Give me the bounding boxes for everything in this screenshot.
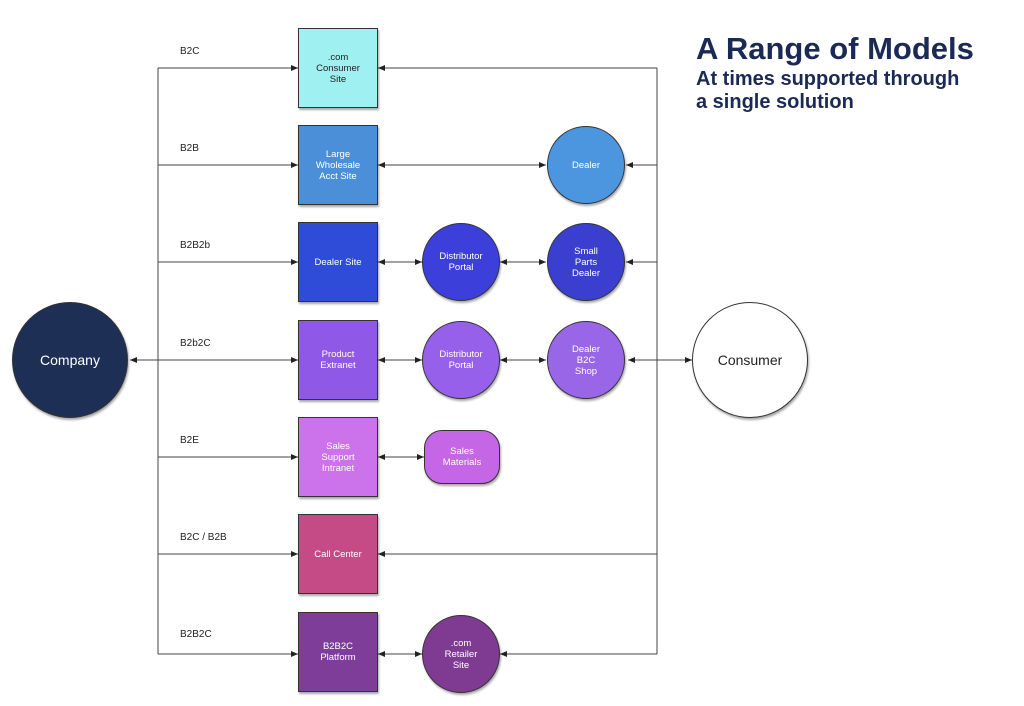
row-label-b2b2b: B2B2b bbox=[180, 240, 211, 251]
row-label-b2b2c-lower: B2b2C bbox=[180, 338, 211, 349]
slide-title: A Range of Models bbox=[696, 31, 974, 66]
wholesale-site-node: Large Wholesale Acct Site bbox=[298, 125, 378, 205]
b2b2c-platform-node: B2B2C Platform bbox=[298, 612, 378, 692]
consumer-node: Consumer bbox=[692, 302, 808, 418]
slide-subtitle: At times supported through a single solu… bbox=[696, 68, 960, 113]
row-label-b2c: B2C bbox=[180, 46, 200, 57]
sales-materials-node: Sales Materials bbox=[424, 430, 500, 484]
retailer-site-node: .com Retailer Site bbox=[422, 615, 500, 693]
dealer-b2c-shop-node: Dealer B2C Shop bbox=[547, 321, 625, 399]
small-parts-dealer-node: Small Parts Dealer bbox=[547, 223, 625, 301]
consumer-site-node: .com Consumer Site bbox=[298, 28, 378, 108]
dealer-site-node: Dealer Site bbox=[298, 222, 378, 302]
product-extranet-node: Product Extranet bbox=[298, 320, 378, 400]
distributor-portal-node-2: Distributor Portal bbox=[422, 321, 500, 399]
row-label-b2c-b2b: B2C / B2B bbox=[180, 532, 227, 543]
sales-support-intranet-node: Sales Support Intranet bbox=[298, 417, 378, 497]
company-node: Company bbox=[12, 302, 128, 418]
row-label-b2b2c: B2B2C bbox=[180, 629, 212, 640]
title-block: A Range of Models At times supported thr… bbox=[696, 32, 974, 114]
dealer-node: Dealer bbox=[547, 126, 625, 204]
row-label-b2b: B2B bbox=[180, 143, 199, 154]
distributor-portal-node-1: Distributor Portal bbox=[422, 223, 500, 301]
call-center-node: Call Center bbox=[298, 514, 378, 594]
row-label-b2e: B2E bbox=[180, 435, 199, 446]
